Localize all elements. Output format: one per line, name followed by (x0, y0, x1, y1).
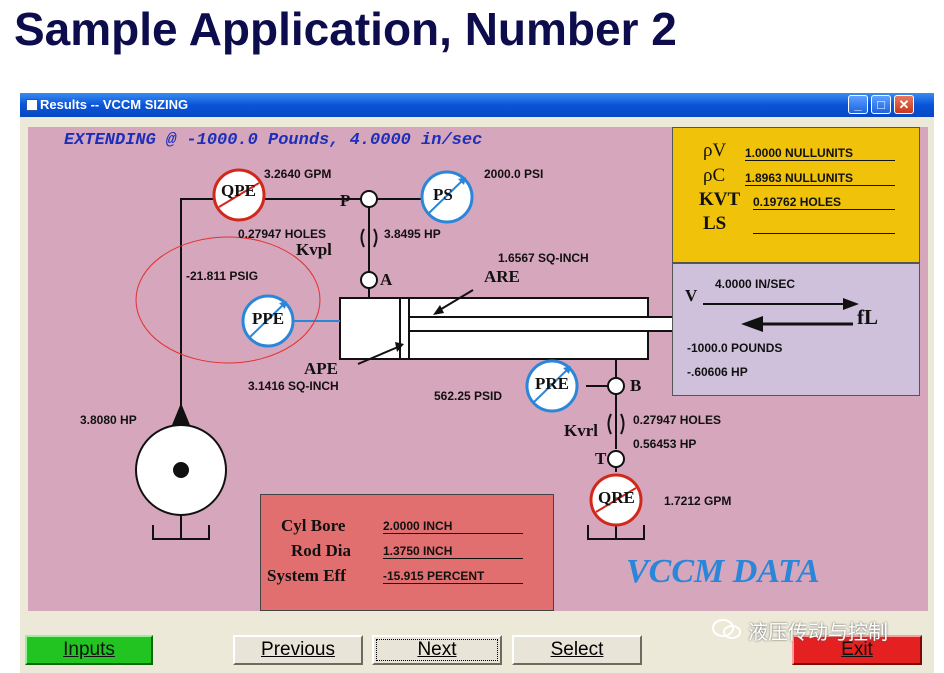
eff-value: -15.915 PERCENT (383, 569, 523, 584)
v-label: V (685, 286, 698, 305)
fl-label: fL (857, 305, 878, 329)
node-a-circle (360, 271, 378, 289)
bore-value: 2.0000 INCH (383, 519, 523, 534)
rho-c-symbol: ρC (703, 165, 726, 186)
pre-pressure-value: 562.25 PSID (434, 389, 503, 403)
node-b-circle (607, 377, 625, 395)
rod-label: Rod Dia (291, 541, 351, 560)
circuit-diagram (135, 168, 672, 540)
rod-value: 1.3750 INCH (383, 544, 523, 559)
supply-flow-value: 3.2640 GPM (264, 167, 332, 181)
node-p-label: P (340, 191, 351, 210)
ppe-pressure-gauge (241, 294, 295, 348)
load-arrows (703, 298, 859, 332)
kvt-value: 0.19762 HOLES (753, 195, 895, 210)
kvpl-hp-value: 3.8495 HP (384, 227, 441, 241)
select-button[interactable]: Select (512, 635, 642, 665)
close-icon: ✕ (898, 97, 910, 112)
slide-title: Sample Application, Number 2 (14, 3, 677, 55)
qre-flow-gauge (589, 473, 643, 527)
ls-symbol: LS (703, 213, 727, 234)
ape-area-value: 3.1416 SQ-INCH (248, 379, 339, 393)
node-a-label: A (380, 270, 393, 289)
qre-label: QRE (598, 488, 635, 507)
previous-button[interactable]: Previous (233, 635, 363, 665)
minimize-icon: _ (854, 97, 862, 112)
supply-pressure-value: 2000.0 PSI (484, 167, 544, 181)
node-b-label: B (630, 376, 642, 395)
kvrl-label: Kvrl (564, 421, 598, 440)
pump-hp-value: 3.8080 HP (80, 413, 137, 427)
ps-label: PS (433, 185, 453, 204)
operating-condition-header: EXTENDING @ -1000.0 Pounds, 4.0000 in/se… (64, 131, 483, 150)
force-value: -1000.0 POUNDS (687, 341, 783, 355)
results-window: Results -- VCCM SIZING _ □ ✕ EXTENDING @… (20, 93, 934, 673)
load-panel: 4.0000 IN/SEC V fL -1000.0 POUNDS -.6060… (672, 263, 920, 396)
app-icon (26, 99, 38, 111)
are-label: ARE (484, 267, 520, 286)
bore-label: Cyl Bore (281, 516, 346, 535)
exit-button[interactable]: Exit (792, 635, 922, 665)
ls-value (753, 219, 895, 234)
node-t-circle (607, 450, 625, 468)
node-t-label: T (595, 449, 607, 468)
qpe-flow-gauge (212, 168, 266, 222)
load-power-value: -.60606 HP (687, 365, 748, 379)
rho-v-value: 1.0000 NULLUNITS (745, 146, 895, 161)
node-p-circle (360, 190, 378, 208)
next-button[interactable]: Next (372, 635, 502, 665)
kvpl-label: Kvpl (296, 240, 332, 259)
fluid-properties-panel: ρV 1.0000 NULLUNITS ρC 1.8963 NULLUNITS … (672, 127, 920, 263)
maximize-icon: □ (877, 97, 885, 112)
ape-label: APE (304, 359, 338, 378)
kvpl-holes-value: 0.27947 HOLES (238, 227, 327, 241)
kvt-symbol: KVT (699, 189, 741, 210)
qre-flow-value: 1.7212 GPM (664, 494, 732, 508)
watermark-text: 液压传动与控制 (748, 620, 888, 644)
kvrl-holes-value: 0.27947 HOLES (633, 413, 722, 427)
ppe-pressure-value: -21.811 PSIG (186, 269, 259, 283)
ps-pressure-gauge (420, 170, 474, 224)
qpe-label: QPE (221, 181, 256, 200)
close-button[interactable]: ✕ (894, 95, 914, 114)
ppe-label: PPE (252, 309, 285, 328)
inputs-button[interactable]: Inputs (25, 635, 153, 665)
minimize-button[interactable]: _ (848, 95, 868, 114)
kvrl-hp-value: 0.56453 HP (633, 437, 697, 451)
eff-label: System Eff (267, 566, 346, 585)
pre-pressure-gauge (525, 359, 579, 413)
wechat-icon (712, 619, 741, 639)
window-title: Results -- VCCM SIZING (40, 97, 189, 112)
pre-label: PRE (535, 374, 569, 393)
rho-c-value: 1.8963 NULLUNITS (745, 171, 895, 186)
rho-v-symbol: ρV (703, 140, 727, 161)
results-panel: EXTENDING @ -1000.0 Pounds, 4.0000 in/se… (28, 127, 928, 611)
are-area-value: 1.6567 SQ-INCH (498, 251, 589, 265)
maximize-button[interactable]: □ (871, 95, 891, 114)
cylinder-data-panel: Cyl Bore 2.0000 INCH Rod Dia 1.3750 INCH… (260, 494, 554, 611)
velocity-value: 4.0000 IN/SEC (715, 277, 796, 291)
window-titlebar[interactable]: Results -- VCCM SIZING _ □ ✕ (20, 93, 934, 117)
vccm-data-logo: VCCM DATA (626, 553, 820, 590)
